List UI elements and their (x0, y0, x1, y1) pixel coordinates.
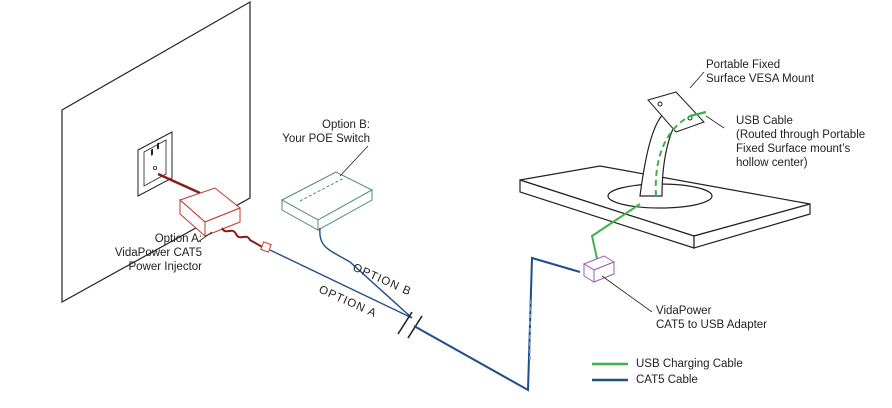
adapter-label: VidaPower CAT5 to USB Adapter (656, 304, 767, 332)
adapter-line2: CAT5 to USB Adapter (656, 319, 768, 331)
option-b-label: Option B: Your POE Switch (262, 118, 370, 146)
option-a-line2: VidaPower CAT5 (114, 247, 202, 259)
option-a-label: Option A: VidaPower CAT5 Power Injector (82, 232, 202, 274)
cat5-main-cable (413, 256, 581, 392)
adapter-line1: VidaPower (656, 305, 712, 317)
usb-cable-internal (654, 115, 691, 197)
option-b-line2: Your POE Switch (282, 133, 370, 145)
usb-cable-line4: hollow center) (736, 157, 808, 169)
mount-label: Portable Fixed Surface VESA Mount (706, 58, 814, 86)
usb-cable-line1: USB Cable (736, 115, 793, 127)
mount-line2: Surface VESA Mount (706, 73, 815, 85)
usb-cable-line2: (Routed through Portable (736, 129, 866, 141)
leader-lines (197, 71, 725, 313)
rj45-plug (260, 241, 272, 253)
power-injector (179, 187, 241, 238)
cat5-usb-adapter (582, 255, 616, 283)
option-a-line1: Option A: (154, 233, 202, 245)
poe-switch (280, 171, 374, 231)
break-mark (397, 311, 423, 339)
mount-line1: Portable Fixed (706, 59, 781, 71)
route-a-label: OPTION A (317, 284, 379, 320)
option-a-line3: Power Injector (128, 261, 202, 273)
option-a-cable (269, 249, 413, 319)
legend-cat5-label: CAT5 Cable (636, 374, 698, 386)
option-b-line1: Option B: (322, 119, 370, 131)
usb-cable-tip (689, 110, 707, 118)
injector-cable (221, 227, 265, 249)
usb-cable-line3: Fixed Surface mount’s (736, 143, 851, 155)
option-b-cable (319, 227, 413, 319)
power-cord (157, 172, 201, 195)
legend-usb-label: USB Charging Cable (636, 358, 743, 370)
usb-cable-label: USB Cable (Routed through Portable Fixed… (736, 114, 865, 170)
